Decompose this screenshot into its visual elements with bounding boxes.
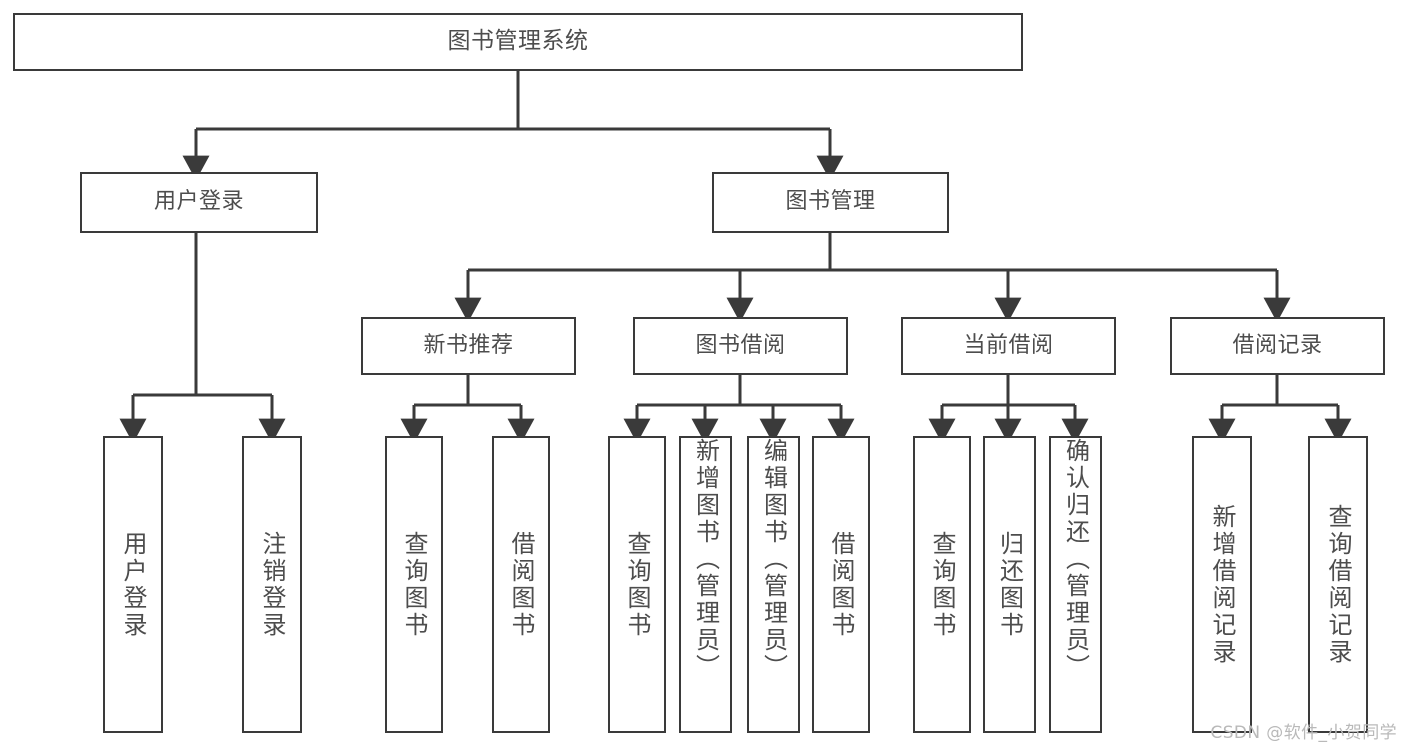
node-leaf-edit-book-admin[interactable]: 编辑图书（管理员） xyxy=(747,436,800,733)
node-label: 查询图书 xyxy=(928,530,956,639)
node-label: 查询图书 xyxy=(623,530,651,639)
node-leaf-borrow-books-newbook[interactable]: 借阅图书 xyxy=(492,436,550,733)
node-leaf-query-borrow-record[interactable]: 查询借阅记录 xyxy=(1308,436,1368,733)
node-label: 借阅图书 xyxy=(507,530,535,639)
node-root-book-management-system[interactable]: 图书管理系统 xyxy=(13,13,1023,71)
node-label: 注销登录 xyxy=(258,530,286,639)
node-leaf-user-login[interactable]: 用户登录 xyxy=(103,436,163,733)
node-label: 查询借阅记录 xyxy=(1324,503,1352,666)
node-leaf-return-books[interactable]: 归还图书 xyxy=(983,436,1036,733)
node-current-borrowings[interactable]: 当前借阅 xyxy=(901,317,1116,375)
node-label: 图书管理 xyxy=(785,189,876,215)
node-leaf-confirm-return-admin[interactable]: 确认归还（管理员） xyxy=(1049,436,1102,733)
node-borrow-records[interactable]: 借阅记录 xyxy=(1170,317,1385,375)
node-label: 借阅记录 xyxy=(1232,332,1323,358)
node-label: 新增借阅记录 xyxy=(1208,503,1236,666)
node-leaf-logout[interactable]: 注销登录 xyxy=(242,436,302,733)
node-label: 用户登录 xyxy=(119,530,147,639)
node-leaf-query-books-current[interactable]: 查询图书 xyxy=(913,436,971,733)
node-label: 当前借阅 xyxy=(963,332,1054,358)
node-leaf-query-books-newbook[interactable]: 查询图书 xyxy=(385,436,443,733)
node-new-book-recommendation[interactable]: 新书推荐 xyxy=(361,317,576,375)
csdn-watermark: CSDN @软件_小贺同学 xyxy=(1210,723,1397,743)
node-leaf-query-books-borrow[interactable]: 查询图书 xyxy=(608,436,666,733)
node-label: 用户登录 xyxy=(153,189,244,215)
node-leaf-borrow-books[interactable]: 借阅图书 xyxy=(812,436,870,733)
node-label: 编辑图书（管理员） xyxy=(759,438,788,681)
node-leaf-add-book-admin[interactable]: 新增图书（管理员） xyxy=(679,436,732,733)
node-user-login[interactable]: 用户登录 xyxy=(80,172,318,233)
node-label: 借阅图书 xyxy=(827,530,855,639)
node-label: 新增图书（管理员） xyxy=(691,438,720,681)
node-book-management[interactable]: 图书管理 xyxy=(712,172,949,233)
node-label: 新书推荐 xyxy=(423,332,514,358)
node-label: 确认归还（管理员） xyxy=(1061,438,1090,681)
node-label: 归还图书 xyxy=(995,530,1024,639)
node-label: 查询图书 xyxy=(400,530,428,639)
node-label: 图书管理系统 xyxy=(447,28,589,55)
node-leaf-add-borrow-record[interactable]: 新增借阅记录 xyxy=(1192,436,1252,733)
node-book-borrowing[interactable]: 图书借阅 xyxy=(633,317,848,375)
node-label: 图书借阅 xyxy=(695,332,786,358)
